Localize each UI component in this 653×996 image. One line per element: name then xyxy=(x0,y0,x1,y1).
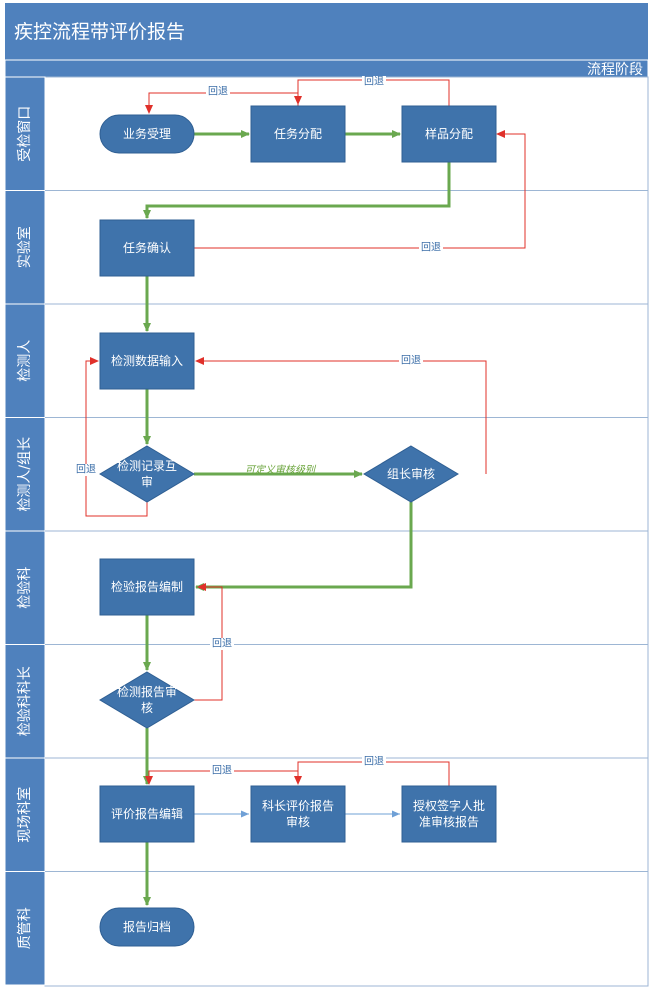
node-record-review-label: 检测记录互 xyxy=(117,458,177,473)
node-report-review xyxy=(99,671,195,729)
lane-header-lab xyxy=(4,190,46,305)
lane-label-lab: 实验室 xyxy=(16,226,33,268)
back-label-5-bg xyxy=(74,464,98,476)
node-chief-review-label: 审核 xyxy=(286,814,310,829)
back-review-to-input xyxy=(85,357,148,517)
back-confirm-to-sample xyxy=(194,130,526,249)
back-label-4: 回退 xyxy=(401,355,421,367)
node-sample-assign xyxy=(401,105,497,163)
lane-header-inspection_chief xyxy=(4,644,46,759)
back-label-8-bg xyxy=(362,756,386,768)
back-label-3: 回退 xyxy=(421,242,441,254)
back-label-5: 回退 xyxy=(76,464,96,476)
phase-bar xyxy=(4,59,649,78)
lane-label-inspection_dept: 检验科 xyxy=(17,567,33,609)
node-task-confirm-label: 任务确认 xyxy=(123,240,171,255)
back-label-6: 回退 xyxy=(212,638,232,650)
flow-sample-to-confirm xyxy=(143,162,451,219)
node-task-assign xyxy=(250,105,346,163)
node-eval-compile-label: 评价报告编辑 xyxy=(111,806,183,821)
node-business-accept xyxy=(99,114,195,154)
lane-header-tester_leader xyxy=(4,417,46,532)
node-eval-compile xyxy=(99,785,195,843)
node-sign-approve xyxy=(401,785,497,843)
node-sample-assign-label: 样品分配 xyxy=(425,126,473,141)
node-report-compile xyxy=(99,558,195,616)
node-data-input-label: 检测数据输入 xyxy=(111,353,183,368)
back-label-3-bg xyxy=(419,242,443,254)
back-label-4-bg xyxy=(399,355,423,367)
lane-label-qa_dept: 质管科 xyxy=(17,907,33,949)
page-title: 疾控流程带评价报告 xyxy=(14,21,185,43)
node-sign-approve-label: 授权签字人批 xyxy=(413,798,485,813)
node-record-review xyxy=(99,445,195,503)
node-chief-review-label: 科长评价报告 xyxy=(262,798,334,813)
lane-header-tester xyxy=(4,303,46,418)
back-label-2: 回退 xyxy=(364,76,384,88)
lane-label-inspection_chief: 检验科科长 xyxy=(17,666,33,736)
flow-leader-to-compile xyxy=(195,502,413,591)
back-label-2-bg xyxy=(362,76,386,88)
node-leader-review-label: 组长审核 xyxy=(387,466,435,481)
node-report-review-label: 检测报告审 xyxy=(117,684,177,699)
back-label-1: 回退 xyxy=(208,86,228,98)
back-leader-to-input xyxy=(195,357,487,474)
node-report-review-label: 核 xyxy=(141,701,153,715)
node-report-compile-label: 检验报告编制 xyxy=(111,579,183,594)
node-chief-review xyxy=(250,785,346,843)
lane-header-window xyxy=(4,76,46,191)
node-task-assign-label: 任务分配 xyxy=(274,126,322,141)
back-label-8: 回退 xyxy=(364,756,384,768)
node-record-review-label: 审 xyxy=(141,474,153,489)
lane-label-field_dept: 现场科室 xyxy=(16,787,33,843)
node-task-confirm xyxy=(99,219,195,277)
node-archive-label: 报告归档 xyxy=(123,919,171,934)
back-label-1-bg xyxy=(206,86,230,98)
lane-label-tester: 检测人 xyxy=(17,340,33,382)
node-archive xyxy=(99,907,195,947)
lane-label-tester_leader: 检测人/组长 xyxy=(17,437,33,512)
title-bar xyxy=(5,3,648,60)
node-data-input xyxy=(99,332,195,390)
lane-label-window: 受检窗口 xyxy=(16,106,33,162)
phase-label: 流程阶段 xyxy=(587,62,643,78)
back-label-7: 回退 xyxy=(212,765,232,777)
back-chief-to-eval xyxy=(145,770,298,785)
lane-header-field_dept xyxy=(4,757,46,872)
back-label-6-bg xyxy=(210,638,234,650)
lane-header-qa_dept xyxy=(4,871,46,986)
back-label-7-bg xyxy=(210,765,234,777)
node-business-accept-label: 业务受理 xyxy=(123,126,171,141)
lane-header-inspection_dept xyxy=(4,530,46,645)
optional-level-label: 可定义审核级别 xyxy=(245,464,317,476)
node-leader-review xyxy=(363,445,459,503)
node-sign-approve-label: 准审核报告 xyxy=(419,814,479,829)
